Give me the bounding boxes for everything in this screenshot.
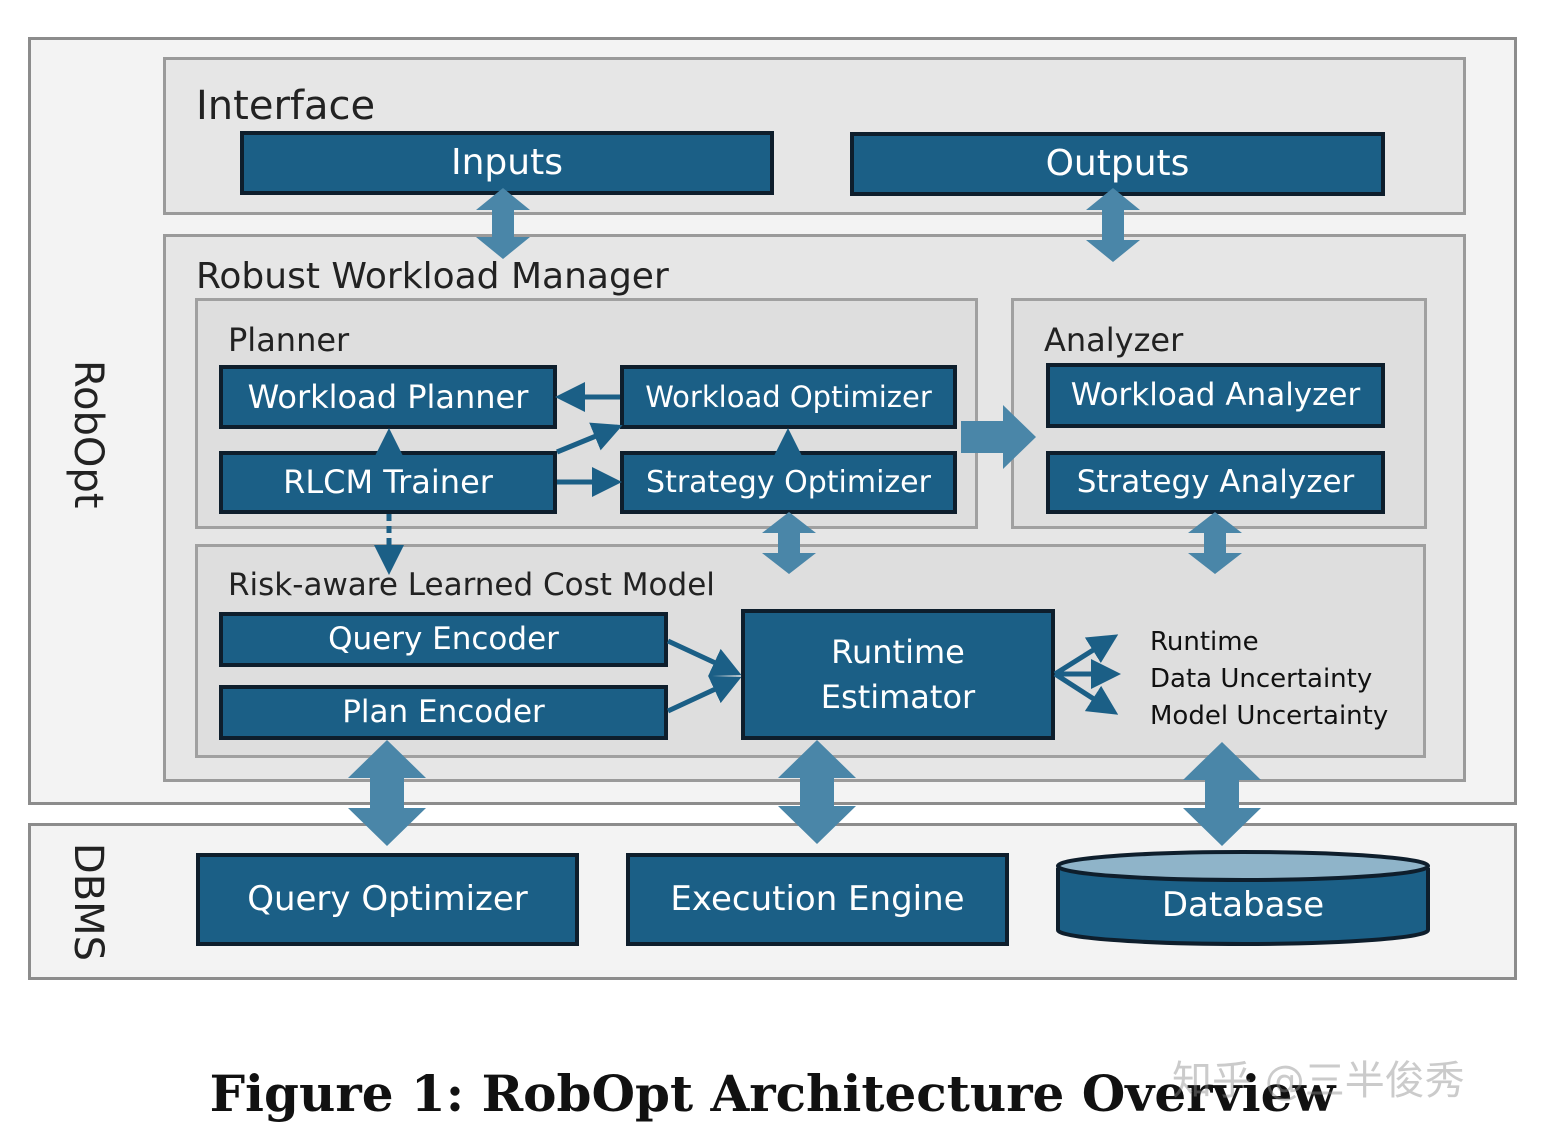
workload-planner-box: Workload Planner [219,365,557,429]
planner-to-analyzer-arrow [961,405,1036,469]
strategy-analyzer-box: Strategy Analyzer [1046,451,1385,514]
plan-encoder-box: Plan Encoder [219,685,668,740]
strategy-optimizer-box: Strategy Optimizer [620,451,957,514]
runtime-estimator-line1: Runtime [831,633,965,672]
execution-engine-double-arrow [778,740,856,844]
query-optimizer-box: Query Optimizer [196,853,579,946]
trainer-to-workload-optimizer-arrow [556,422,623,455]
outputs-box: Outputs [850,132,1385,196]
planner-cost-double-arrow [762,512,816,574]
analyzer-title: Analyzer [1044,321,1184,359]
workload-analyzer-box: Workload Analyzer [1046,363,1385,428]
database-double-arrow [1183,742,1261,846]
inputs-box: Inputs [240,131,774,195]
database-cylinder [1056,850,1430,946]
analyzer-cost-double-arrow [1188,512,1242,574]
watermark: 知乎 @三半俊秀 [1172,1058,1465,1104]
runtime-estimator-line2: Estimator [820,677,976,716]
estimator-to-runtime-arrow [1053,634,1119,677]
output-model-uncertainty: Model Uncertainty [1150,701,1389,731]
query-encoder-to-estimator-arrow [666,638,742,677]
estimator-to-model-uncertainty-arrow [1053,671,1119,715]
workload-optimizer-box: Workload Optimizer [620,365,957,429]
runtime-estimator-box: Runtime Estimator [741,609,1055,740]
manager-title: Robust Workload Manager [196,256,669,297]
output-runtime: Runtime [1150,627,1259,657]
query-optimizer-double-arrow [348,740,426,846]
plan-encoder-to-estimator-arrow [666,675,742,714]
cost-model-title: Risk-aware Learned Cost Model [228,567,715,603]
outputs-double-arrow [1086,188,1140,262]
inputs-double-arrow [476,188,530,259]
output-data-uncertainty: Data Uncertainty [1150,664,1373,694]
estimator-outputs: Runtime Data Uncertainty Model Uncertain… [1150,624,1388,735]
query-encoder-box: Query Encoder [219,612,668,667]
interface-title: Interface [196,83,376,129]
database-label: Database [1161,885,1325,925]
planner-title: Planner [228,321,350,359]
figure-caption: Figure 1: RobOpt Architecture Overview [209,1064,1336,1123]
execution-engine-box: Execution Engine [626,853,1009,946]
